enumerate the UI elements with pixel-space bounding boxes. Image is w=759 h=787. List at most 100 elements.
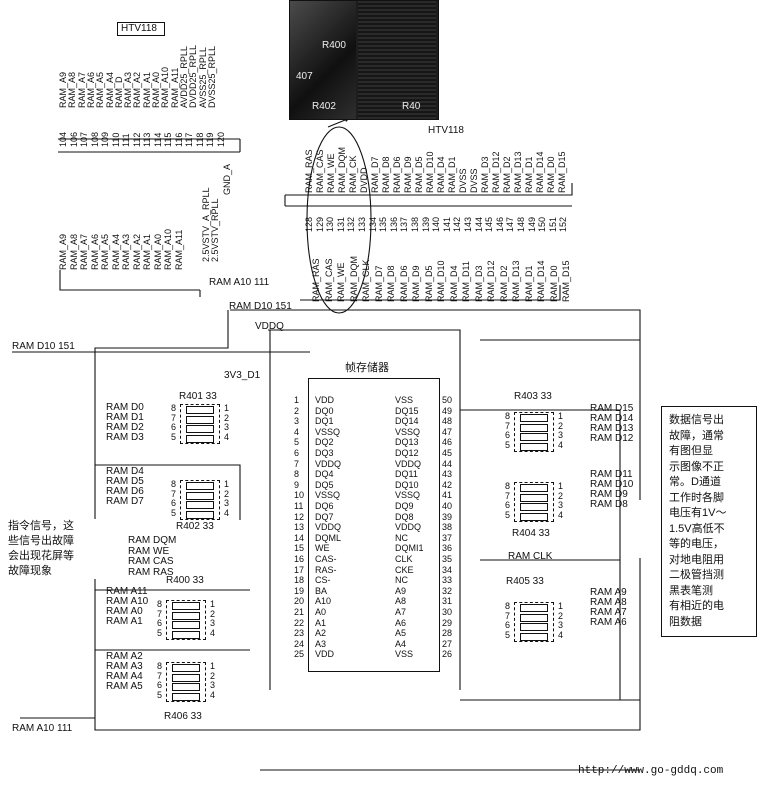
resistor-net: RAM A10 bbox=[106, 596, 149, 607]
vddq-label: VDDQ bbox=[255, 321, 284, 332]
resistor-element bbox=[520, 503, 548, 511]
net-label: RAM_D5 bbox=[423, 265, 434, 302]
ic-pin-number: 23 bbox=[294, 628, 305, 639]
pin-label: RAM_WE bbox=[326, 153, 336, 193]
net-label: RAM_D1 bbox=[523, 265, 534, 302]
resistor-element bbox=[520, 623, 548, 631]
resistor-pin: 5 bbox=[171, 431, 177, 442]
pin-number: 142 bbox=[452, 216, 463, 232]
net-label: RAM_D14 bbox=[536, 260, 546, 302]
ic-pin-number: 6 bbox=[294, 448, 300, 458]
pin-number: 128 bbox=[304, 216, 314, 232]
pin-number: 114 bbox=[152, 132, 163, 147]
net-label: RAM_RAS bbox=[311, 258, 321, 302]
ic-pin-name: VDDQ bbox=[315, 458, 342, 469]
ic-pin-name: A5 bbox=[395, 628, 407, 639]
resistor-pin: 3 bbox=[558, 620, 564, 630]
pin-label: RAM_D9 bbox=[403, 156, 413, 193]
command-net: RAM DQM bbox=[128, 535, 177, 546]
net-label: RAM_A1 bbox=[142, 233, 152, 270]
resistor-net: RAM A7 bbox=[590, 607, 627, 618]
ic-pin-name: DQ11 bbox=[395, 469, 418, 480]
ic-pin-name: VSSQ bbox=[395, 426, 421, 437]
resistor-pin: 1 bbox=[210, 661, 216, 671]
resistor-pin: 6 bbox=[505, 620, 511, 630]
pin-number: 130 bbox=[325, 216, 336, 232]
pin-label: RAM_D13 bbox=[513, 151, 523, 193]
pin-number: 148 bbox=[516, 216, 526, 232]
pin-number: 119 bbox=[205, 132, 215, 147]
ic-pin-name: A6 bbox=[395, 617, 407, 628]
resistor-pin: 4 bbox=[558, 439, 564, 450]
net-label: RAM_D0 bbox=[548, 265, 559, 302]
resistor-pin: 8 bbox=[505, 411, 511, 421]
resistor-pin: 1 bbox=[558, 601, 564, 611]
resistor-net: RAM D13 bbox=[590, 423, 634, 434]
resistor-pin: 3 bbox=[210, 618, 216, 628]
ic-pin-name: DQ4 bbox=[315, 469, 334, 480]
resistor-pin: 8 bbox=[505, 481, 511, 491]
ic-pin-name: DQ5 bbox=[315, 479, 334, 490]
ic-pin-name: NC bbox=[395, 532, 408, 543]
resistor-pin: 8 bbox=[171, 403, 177, 413]
pin-number: 152 bbox=[558, 216, 569, 232]
resistor-net: RAM D5 bbox=[106, 476, 144, 487]
ic-pin-number: 43 bbox=[442, 469, 453, 480]
ic-pin-name: DQ0 bbox=[315, 405, 334, 416]
resistor-element bbox=[172, 673, 200, 682]
net-label: RAM_DQM bbox=[348, 255, 359, 302]
ic-pin-name: DQ12 bbox=[395, 448, 419, 458]
pin-label: DVSS25_RPLL bbox=[206, 45, 217, 108]
ic-pin-number: 46 bbox=[442, 437, 453, 448]
resistor-pin: 3 bbox=[224, 498, 230, 508]
pin-label: AVSS25_RPLL bbox=[197, 47, 208, 108]
command-net: RAM RAS bbox=[128, 566, 174, 578]
pin-label: RAM_D6 bbox=[392, 156, 402, 193]
pin-number: 150 bbox=[537, 216, 548, 232]
ic-pin-name: VSS bbox=[395, 395, 414, 405]
pin-number: 140 bbox=[431, 216, 442, 232]
resistor-net: RAM A8 bbox=[590, 597, 627, 608]
ic-pin-name: DQMI1 bbox=[395, 543, 424, 554]
note-line: 有相近的电 bbox=[669, 600, 724, 612]
resistor-pin: 8 bbox=[157, 661, 163, 671]
net-label: RAM_D2 bbox=[498, 265, 509, 302]
ic-pin-number: 21 bbox=[294, 607, 305, 617]
resistor-net: RAM D4 bbox=[106, 466, 144, 477]
pin-label: RAM_D3 bbox=[480, 156, 490, 193]
resistor-pin: 1 bbox=[558, 411, 564, 421]
note-line: 常。D通道 bbox=[669, 476, 721, 488]
ic-pin-number: 1 bbox=[294, 395, 300, 405]
ic-pin-name: VSSQ bbox=[395, 490, 421, 501]
note-line: 故障，通常 bbox=[669, 429, 724, 442]
resistor-pack bbox=[514, 602, 554, 642]
pin-number: 133 bbox=[357, 216, 367, 232]
note-line: 有图但显 bbox=[669, 445, 713, 457]
ic-pin-number: 32 bbox=[442, 585, 453, 596]
resistor-title: R404 33 bbox=[512, 528, 550, 539]
bus-label: RAM A10 111 bbox=[12, 723, 73, 734]
note-line: 1.5V高低不 bbox=[669, 522, 725, 535]
net-label: RAM_CLK bbox=[361, 259, 371, 302]
ic-pin-name: DQ3 bbox=[315, 448, 334, 458]
pin-label: RAM_D4 bbox=[436, 156, 446, 193]
ic-pin-name: A10 bbox=[315, 596, 332, 607]
note-line: 工作时各脚 bbox=[669, 491, 724, 504]
ic-pin-name: DQ9 bbox=[395, 501, 414, 511]
v33-label: 3V3_D1 bbox=[224, 370, 261, 381]
resistor-element bbox=[172, 630, 200, 639]
note-line: 等的电压， bbox=[669, 538, 724, 550]
resistor-net: RAM A2 bbox=[106, 651, 143, 662]
resistor-pin: 7 bbox=[505, 490, 511, 501]
note-line: 会出现花屏等 bbox=[8, 550, 74, 562]
photo-label: 407 bbox=[296, 71, 313, 82]
resistor-title: R405 33 bbox=[506, 576, 544, 587]
ic-pin-number: 24 bbox=[294, 638, 305, 649]
pin-label: RAM_D5 bbox=[414, 156, 424, 193]
resistor-net: RAM D15 bbox=[590, 403, 634, 414]
resistor-pin: 4 bbox=[224, 431, 230, 442]
ic-pin-number: 3 bbox=[294, 416, 300, 427]
ic-pin-name: CKE bbox=[395, 564, 414, 575]
ic-pin-name: VDD bbox=[315, 395, 335, 405]
resistor-pin: 6 bbox=[171, 498, 177, 508]
